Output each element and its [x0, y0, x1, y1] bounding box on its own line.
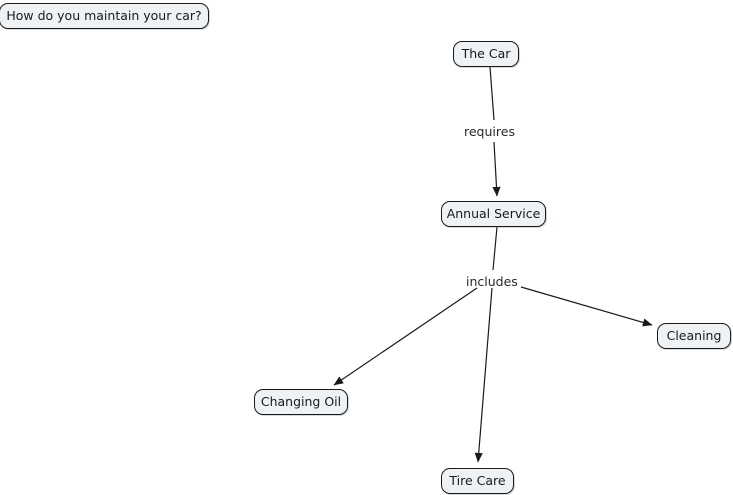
concept-node-label: Tire Care: [449, 472, 506, 488]
focus-question-box: How do you maintain your car?: [0, 3, 209, 29]
concept-node-cleaning[interactable]: Cleaning: [657, 323, 731, 349]
edge-requires-to-annual-service: [492, 141, 501, 197]
concept-node-the-car[interactable]: The Car: [453, 41, 519, 67]
concept-node-annual-service[interactable]: Annual Service: [441, 201, 546, 227]
concept-node-label: Annual Service: [446, 205, 541, 221]
concept-node-changing-oil[interactable]: Changing Oil: [254, 389, 348, 415]
edge-annual-service-to-includes: [492, 226, 498, 271]
link-label-includes[interactable]: includes: [466, 274, 518, 289]
link-label-requires[interactable]: requires: [464, 124, 515, 139]
edge-includes-to-changing-oil: [333, 287, 478, 386]
edge-includes-to-tire-care: [474, 287, 493, 463]
concept-node-tire-care[interactable]: Tire Care: [441, 468, 514, 494]
concept-node-label: Changing Oil: [260, 393, 342, 409]
concept-node-label: Cleaning: [666, 327, 722, 343]
concept-node-label: The Car: [461, 45, 511, 61]
focus-question-text: How do you maintain your car?: [6, 7, 202, 23]
edge-car-to-requires: [489, 66, 495, 121]
edge-includes-to-cleaning: [520, 286, 653, 327]
